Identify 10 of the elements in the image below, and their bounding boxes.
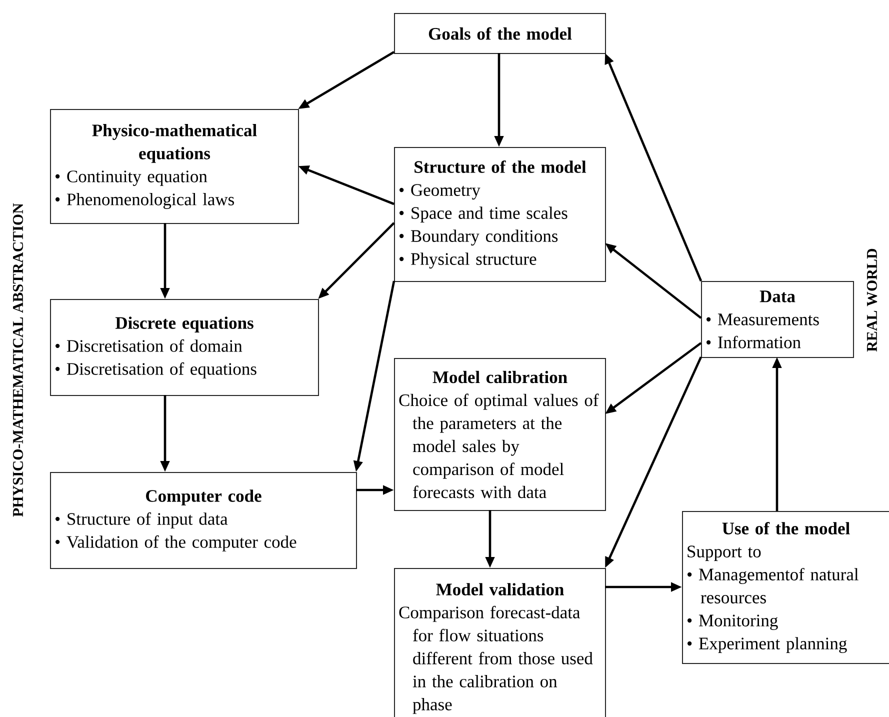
process-box: Physico-mathematical equations • Continuity equation • Phenomenological laws <box>50 109 299 224</box>
side-label: PHYSICO-MATHEMATICAL ABSTRACTION <box>12 203 24 517</box>
process-box: Use of the model Support to • Managementof natural resources • Monitoring • Experiment planning <box>682 511 889 664</box>
process-box: Computer code • Structure of input data • Validation of the computer code <box>50 472 357 569</box>
process-box: Structure of the model • Geometry • Space and time scales • Boundary conditions • Physical structure <box>394 147 606 282</box>
process-box: Model calibration Choice of optimal values of the parameters at the model sales by comparison of model forecasts with data <box>394 358 606 511</box>
process-box: Data • Measurements • Information <box>701 281 854 358</box>
process-box: Goals of the model <box>394 13 606 54</box>
process-box: Discrete equations • Discretisation of domain • Discretisation of equations <box>50 299 319 396</box>
process-box: Model validation Comparison forecast-data for flow situations different from those used in the calibration on phase <box>394 568 606 717</box>
